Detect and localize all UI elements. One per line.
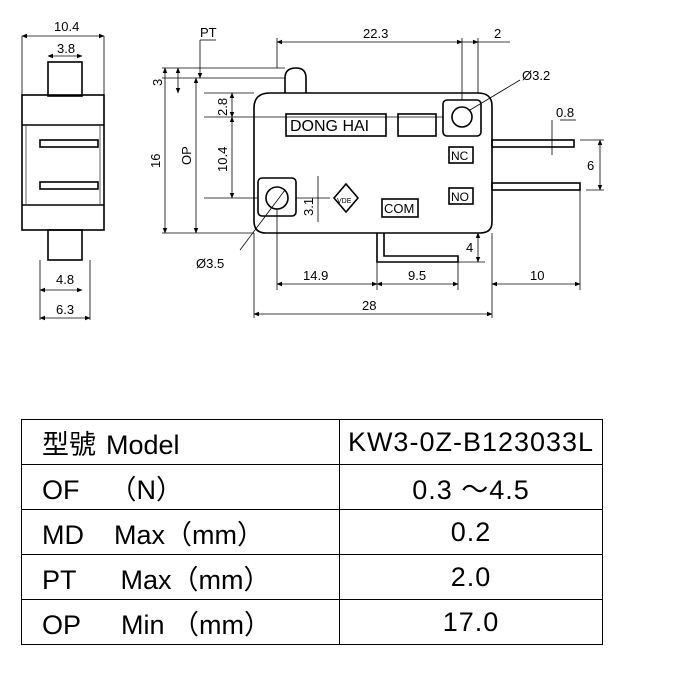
spec-value-of: 0.3 ～4.5 <box>339 464 603 510</box>
dim-9-5: 9.5 <box>408 268 426 283</box>
spec-value-op: 17.0 <box>339 599 603 645</box>
svg-text:VDE: VDE <box>337 198 352 205</box>
dim-dia-3-5: Ø3.5 <box>196 256 224 271</box>
dim-width-4-8: 4.8 <box>56 272 74 287</box>
dim-10: 10 <box>530 268 544 283</box>
dim-op: OP <box>179 146 194 165</box>
dim-width-10-4: 10.4 <box>54 19 79 34</box>
dim-width-6-3: 6.3 <box>56 302 74 317</box>
dim-6: 6 <box>587 158 594 173</box>
dim-3: 3 <box>150 79 165 86</box>
technical-drawing: 10.4 3.8 4.8 6.3 DONG HAI NC NO COM <box>21 19 604 321</box>
dim-3-1: 3.1 <box>301 198 316 216</box>
side-view: 10.4 3.8 4.8 6.3 <box>21 19 105 321</box>
brand-label: DONG HAI <box>290 118 369 135</box>
dim-14-9: 14.9 <box>303 268 328 283</box>
dim-10-4-v: 10.4 <box>215 147 230 172</box>
dim-width-3-8: 3.8 <box>57 41 75 56</box>
dim-16: 16 <box>148 154 163 168</box>
dim-2-8: 2.8 <box>215 98 230 116</box>
dim-28: 28 <box>362 298 376 313</box>
spec-value-pt: 2.0 <box>339 554 603 600</box>
com-label: COM <box>384 201 414 216</box>
vde-mark: VDE <box>332 182 360 214</box>
front-view: DONG HAI NC NO COM VDE 22.3 2 Ø3.2 <box>148 25 604 318</box>
spec-value-md: 0.2 <box>339 509 603 555</box>
spec-key-of: OF（N） <box>21 464 340 510</box>
dim-dia-3-2: Ø3.2 <box>522 68 550 83</box>
spec-value-model: KW3-0Z-B123033L <box>339 419 603 465</box>
dim-2: 2 <box>494 26 501 41</box>
dim-pt: PT <box>200 25 217 40</box>
dim-0-8: 0.8 <box>556 105 574 120</box>
nc-label: NC <box>451 149 469 163</box>
dim-4: 4 <box>466 240 473 255</box>
no-label: NO <box>451 190 469 204</box>
table-row: OF（N） 0.3 ～4.5 <box>21 464 603 510</box>
dim-22-3: 22.3 <box>363 26 388 41</box>
